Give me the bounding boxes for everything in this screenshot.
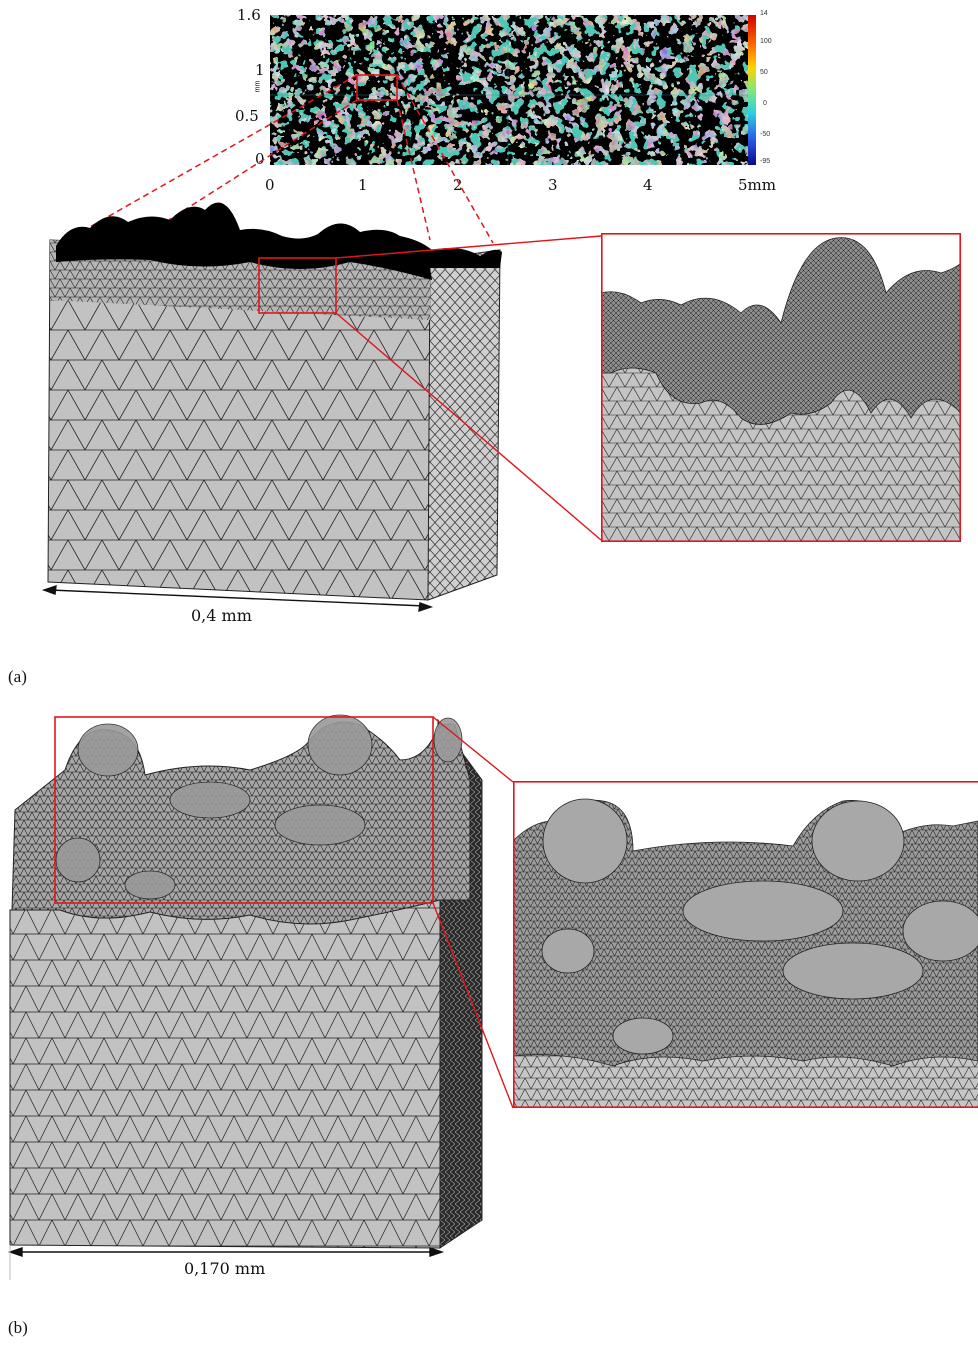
dimension-arrow-b (7, 1247, 445, 1257)
colorbar (748, 15, 756, 165)
dimension-label-a: 0,4 mm (191, 606, 252, 625)
panel-label-b: (b) (8, 1318, 28, 1337)
mesh-block-a (41, 74, 602, 613)
y-tick: 0.5 (235, 107, 259, 125)
zoom-inset-b (513, 781, 978, 1108)
x-tick: 5mm (738, 176, 776, 194)
x-tick: 1 (358, 176, 368, 194)
colorbar-tick: 100 (760, 38, 772, 45)
mesh-block-b (7, 714, 514, 1280)
dimension-label-b: 0,170 mm (184, 1259, 266, 1278)
surface-heatmap (270, 15, 748, 165)
x-tick: 2 (453, 176, 463, 194)
zoom-connector-lines (59, 74, 494, 245)
zoom-inset-a (601, 233, 961, 542)
colorbar-tick: -95 (760, 158, 771, 165)
colorbar-tick: 0 (763, 100, 767, 107)
x-tick: 0 (265, 176, 275, 194)
colorbar-tick: 50 (760, 69, 768, 76)
y-tick: 0 (255, 150, 265, 168)
panel-label-a: (a) (8, 667, 27, 686)
colorbar-tick: 14 (760, 10, 768, 17)
colorbar-tick: -50 (760, 131, 771, 138)
x-tick: 3 (548, 176, 558, 194)
dimension-arrow-a (41, 584, 434, 613)
y-tick: 1.6 (237, 6, 261, 24)
heatmap-zoom-box (356, 74, 398, 101)
x-tick: 4 (643, 176, 653, 194)
y-tick: 1 (255, 61, 265, 79)
